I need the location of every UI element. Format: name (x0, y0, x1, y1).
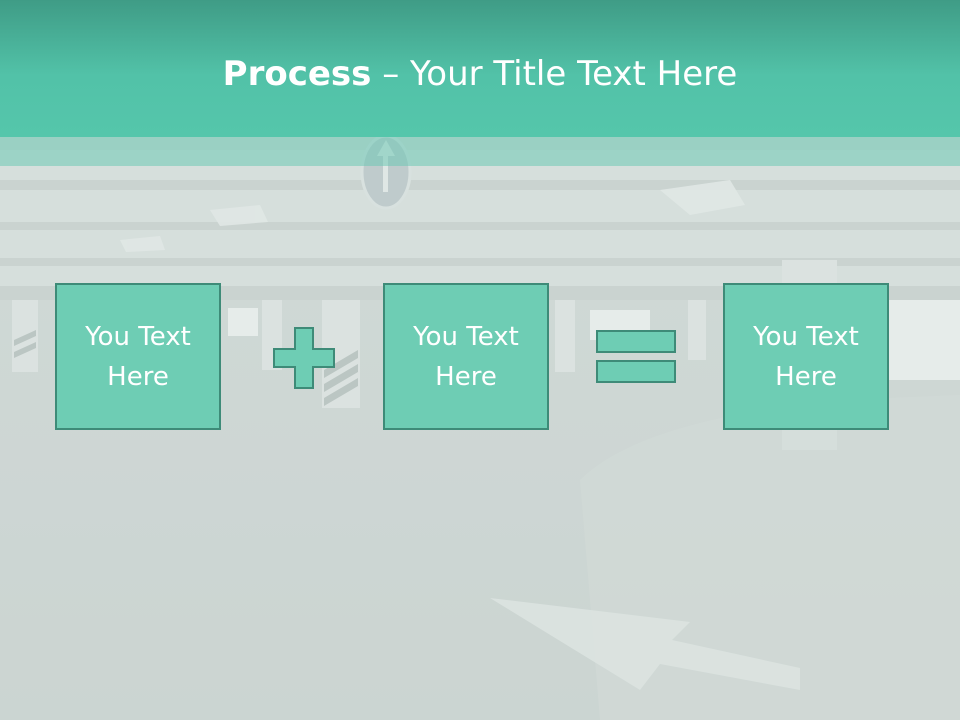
process-box-1[interactable]: You Text Here (55, 283, 221, 430)
equals-icon (596, 330, 676, 383)
process-box-3-text: You Text Here (753, 321, 859, 392)
slide-title: Process – Your Title Text Here (0, 52, 960, 96)
process-box-2[interactable]: You Text Here (383, 283, 549, 430)
process-box-2-text: You Text Here (413, 321, 519, 392)
title-band-accent (0, 137, 960, 166)
slide-title-rest: Your Title Text Here (410, 54, 738, 94)
title-band (0, 0, 960, 137)
process-box-1-text: You Text Here (85, 321, 191, 392)
process-box-3[interactable]: You Text Here (723, 283, 889, 430)
plus-icon (273, 327, 335, 389)
slide-title-bold: Process (222, 54, 372, 94)
slide-title-separator: – (371, 54, 411, 94)
